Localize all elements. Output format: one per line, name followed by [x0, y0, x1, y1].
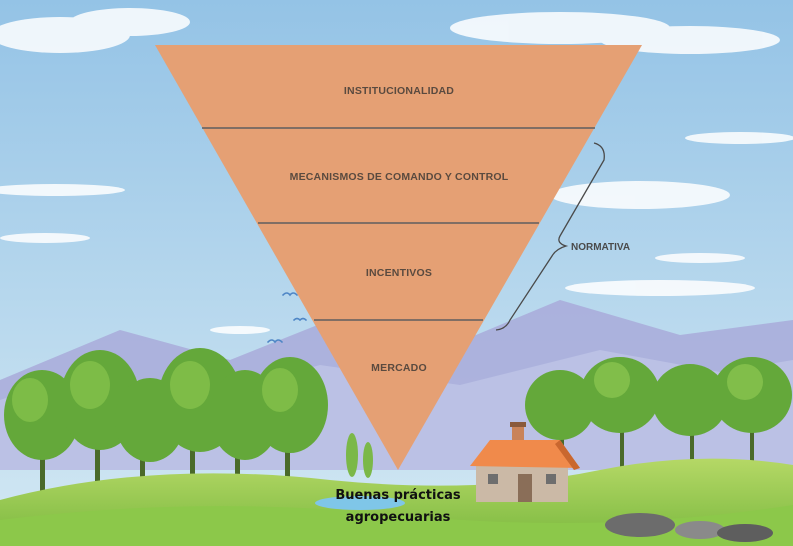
inverted-pyramid: INSTITUCIONALIDAD MECANISMOS DE COMANDO … [155, 45, 642, 470]
trees-right [525, 357, 792, 480]
clouds [0, 8, 793, 334]
tier-label-institucionalidad: INSTITUCIONALIDAD [344, 85, 454, 97]
pond [315, 496, 405, 510]
normativa-bracket [495, 142, 605, 331]
birds [267, 292, 307, 344]
cypress-trees [346, 433, 373, 478]
grass-hills [0, 458, 793, 546]
house [470, 422, 580, 502]
tier-label-comando-control: MECANISMOS DE COMANDO Y CONTROL [290, 171, 509, 183]
rocks [605, 513, 773, 542]
tier-label-incentivos: INCENTIVOS [366, 267, 432, 279]
normativa-label: NORMATIVA [571, 242, 630, 253]
buenas-practicas-line-1: Buenas prácticas [335, 488, 461, 503]
tier-label-mercado: MERCADO [371, 362, 427, 374]
pyramid-shape [155, 45, 642, 470]
buenas-practicas-line-2: agropecuarias [346, 510, 451, 525]
trees-left [4, 348, 328, 520]
